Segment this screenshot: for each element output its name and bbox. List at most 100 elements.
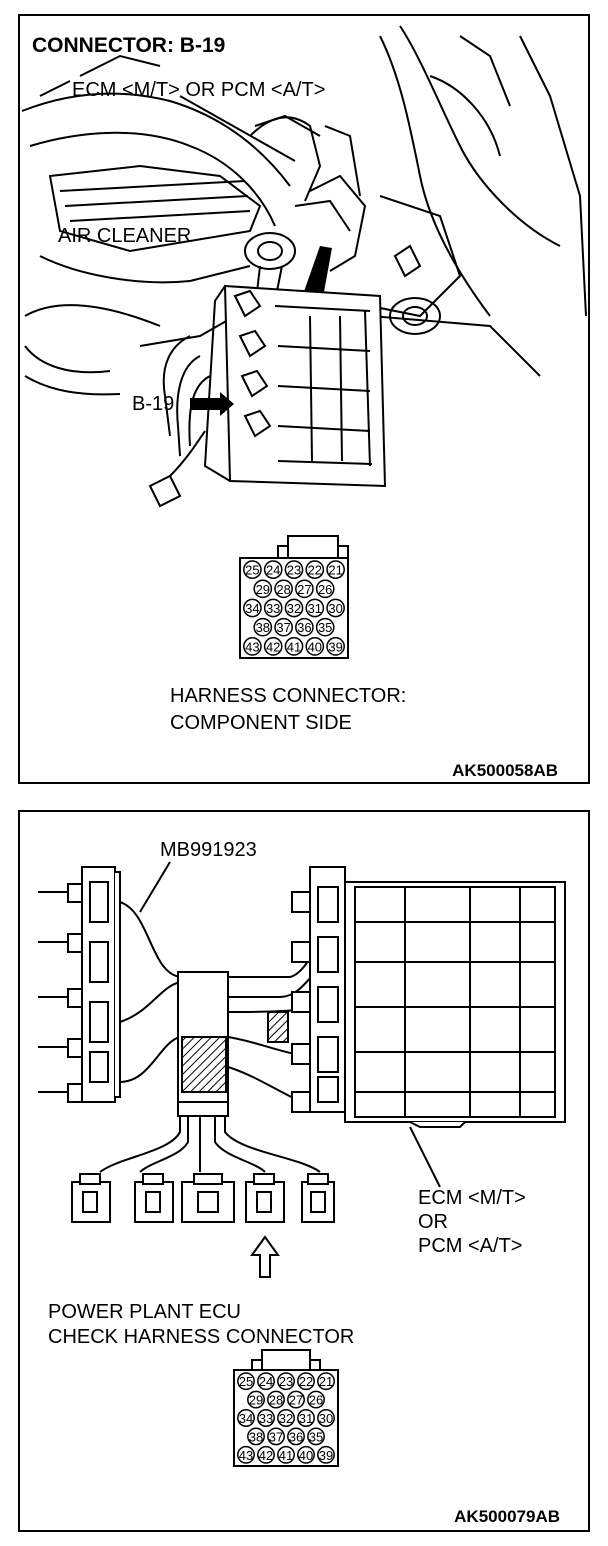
- check-connector-line1: POWER PLANT ECU: [48, 1301, 241, 1323]
- pin-circle: [243, 598, 262, 618]
- pin-number: 35: [318, 620, 332, 635]
- pin-number: 25: [245, 563, 259, 578]
- pin-circle: [243, 560, 262, 579]
- pin-number: 41: [279, 1448, 293, 1463]
- left-connector-block: [81, 866, 121, 1103]
- pin-circle: [253, 617, 273, 637]
- ecm-pcm-label: ECM <M/T> OR PCM <A/T>: [72, 79, 325, 101]
- ecm-unit: [291, 866, 566, 1128]
- pin-circle: [295, 579, 314, 599]
- pin-circle: [284, 598, 304, 618]
- pin-circle: [317, 1445, 335, 1464]
- pin-circle: [297, 1409, 315, 1427]
- b19-label: B-19: [132, 393, 174, 415]
- pin-circle: [305, 598, 325, 618]
- pin-number: 36: [297, 620, 311, 635]
- pin-number: 23: [287, 563, 301, 578]
- ecm-label-line2: OR: [418, 1211, 448, 1233]
- pin-number: 33: [266, 601, 280, 616]
- pin-number: 33: [259, 1411, 273, 1426]
- pin-number: 24: [266, 563, 280, 578]
- pin-number: 30: [328, 601, 342, 616]
- pin-number: 40: [308, 639, 322, 654]
- pin-circle: [253, 579, 273, 599]
- connector-title: CONNECTOR: B-19: [32, 34, 225, 57]
- pin-circle: [263, 637, 283, 656]
- pin-circle: [315, 617, 335, 637]
- harness-connector-line1: HARNESS CONNECTOR:: [170, 685, 406, 707]
- pin-circle: [284, 637, 304, 656]
- pin-circle: [277, 1409, 295, 1427]
- pin-circle: [297, 1372, 315, 1391]
- pin-circle: [315, 579, 335, 599]
- pin-number: 39: [319, 1448, 333, 1463]
- figure-code-2: AK500079AB: [454, 1507, 560, 1526]
- pin-number: 43: [239, 1448, 253, 1463]
- pin-number: 39: [328, 639, 342, 654]
- pin-number: 21: [319, 1374, 333, 1389]
- pin-number: 40: [299, 1448, 313, 1463]
- pin-circle: [307, 1427, 325, 1446]
- ecm-enlarged: [148, 284, 387, 508]
- pin-circle: [247, 1390, 265, 1409]
- pin-circle: [277, 1445, 295, 1464]
- pin-number: 29: [256, 582, 270, 597]
- pin-circle: [297, 1445, 315, 1464]
- pin-number: 35: [309, 1429, 323, 1444]
- pin-circle: [237, 1409, 255, 1427]
- left-wire-leads: [38, 883, 83, 1103]
- pin-circle: [257, 1372, 275, 1391]
- pin-circle: [263, 598, 283, 618]
- ecm-leader-line: [179, 95, 296, 162]
- pin-circle: [243, 637, 262, 656]
- b19-arrow: [190, 392, 234, 416]
- pin-circle: [274, 579, 293, 599]
- harness-connector-line2: COMPONENT SIDE: [170, 712, 352, 734]
- pin-number: 42: [266, 639, 280, 654]
- pin-number: 28: [269, 1393, 283, 1408]
- pin-number: 43: [245, 639, 259, 654]
- pin-circle: [295, 617, 314, 637]
- pin-number: 32: [279, 1411, 293, 1426]
- pin-number: 27: [289, 1393, 303, 1408]
- pin-circle: [305, 637, 325, 656]
- air-cleaner-label: AIR CLEANER: [58, 225, 191, 247]
- pin-circle: [267, 1427, 285, 1446]
- pin-number: 38: [256, 620, 270, 635]
- pin-number: 37: [276, 620, 290, 635]
- pin-number: 34: [245, 601, 259, 616]
- check-harness-illustration: 2524232221292827263433323130383736354342…: [38, 839, 566, 1526]
- pin-number: 28: [276, 582, 290, 597]
- pin-number: 27: [297, 582, 311, 597]
- pin-number: 26: [318, 582, 332, 597]
- pin-number: 36: [289, 1429, 303, 1444]
- tool-leader-line: [139, 861, 171, 913]
- ecm-leader-line-2: [409, 1126, 441, 1188]
- pin-circle: [257, 1445, 275, 1464]
- pin-number: 21: [328, 563, 342, 578]
- pin-number: 37: [269, 1429, 283, 1444]
- tool-label: MB991923: [160, 839, 257, 861]
- pin-number: 29: [249, 1393, 263, 1408]
- ecm-label-line3: PCM <A/T>: [418, 1235, 522, 1257]
- pin-number: 42: [259, 1448, 273, 1463]
- pin-circle: [307, 1390, 325, 1409]
- pin-number: 34: [239, 1411, 253, 1426]
- pin-number: 25: [239, 1374, 253, 1389]
- pin-circle: [326, 560, 345, 579]
- pin-circle: [305, 560, 325, 579]
- pin-number: 41: [287, 639, 301, 654]
- pin-circle: [263, 560, 283, 579]
- pin-number: 31: [308, 601, 322, 616]
- pin-circle: [277, 1372, 295, 1391]
- pin-circle: [326, 637, 345, 656]
- pin-circle: [317, 1409, 335, 1427]
- pin-number: 38: [249, 1429, 263, 1444]
- ecm-label-line1: ECM <M/T>: [418, 1187, 526, 1209]
- pin-circle: [237, 1445, 255, 1464]
- pin-circle: [317, 1372, 335, 1391]
